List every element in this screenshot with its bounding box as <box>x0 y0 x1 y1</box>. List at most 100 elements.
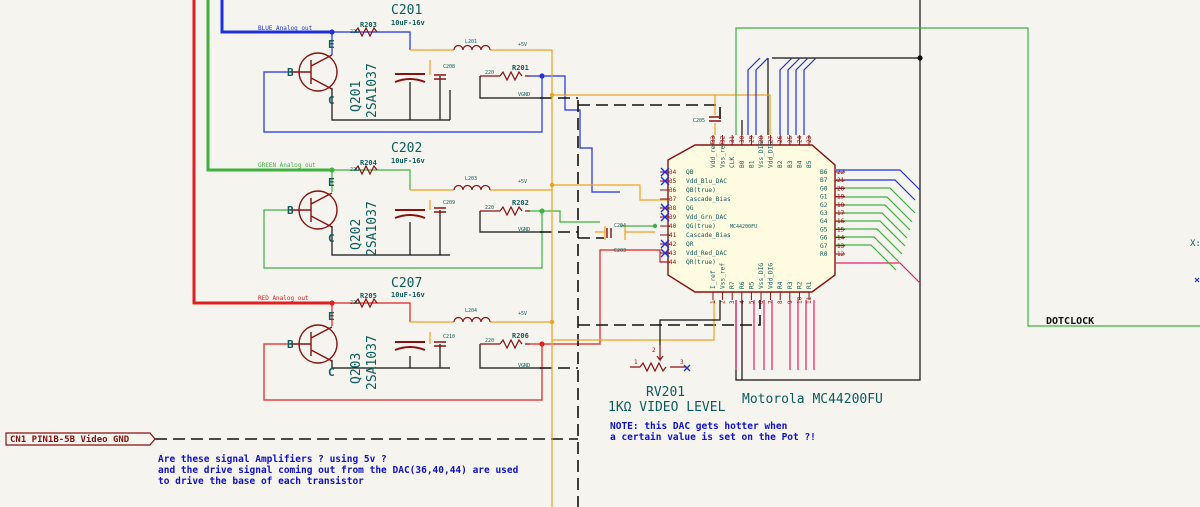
chip-pin-number: 21 <box>837 177 845 184</box>
pot-pin-1: 1 <box>634 359 638 366</box>
transistor-ref: Q201 <box>349 81 364 112</box>
chip-pin-name: G6 <box>820 235 828 242</box>
resistor-symbol <box>354 297 378 309</box>
resistor-symbol <box>354 26 378 38</box>
chip-pins: 33Vdd_ref32Vss_ref31CLK30B029B128Vss_DIG… <box>660 135 845 304</box>
capacitor-symbol <box>394 341 426 351</box>
pin-label-b: B <box>287 338 294 351</box>
inductor-symbol <box>453 184 491 191</box>
chip-pin-name: I_ref <box>710 270 717 289</box>
chip-pin-number: 41 <box>669 232 677 239</box>
chip-pin-name: G7 <box>820 243 828 250</box>
transistor-part: 2SA1037 <box>365 335 380 390</box>
chip-pin-name: Cascade_Bias <box>686 196 731 203</box>
inductor-ref: L201 <box>465 39 477 45</box>
pin-label-e: E <box>328 310 335 323</box>
chip-pin-name: QG(true) <box>686 223 716 230</box>
resistor-value: 220 <box>485 338 494 344</box>
chip-pin-number: 39 <box>669 214 677 221</box>
transistor-symbol <box>290 324 338 364</box>
pin-label-e: E <box>328 176 335 189</box>
chip-pin-name: Vdd_DIG <box>768 142 775 168</box>
chip-pin-name: QR(true) <box>686 259 716 266</box>
chip-pin-number: 34 <box>669 169 677 176</box>
chip-pin-number: 36 <box>669 187 677 194</box>
vgnd-label: VGND <box>518 92 530 98</box>
inductor-symbol <box>453 44 491 51</box>
chip-pin-number: 22 <box>837 169 845 176</box>
chip-pin-number: 14 <box>837 235 845 242</box>
channel-red: E B C Q203 2SA1037 C207 10uF-16v R205 22… <box>287 276 530 390</box>
chip-pin-number: 32 <box>720 135 727 143</box>
cap-ref: C207 <box>391 276 422 291</box>
channel-green: E B C Q202 2SA1037 C202 10uF-16v R204 22… <box>287 141 530 256</box>
chip-pin-number: 7 <box>768 300 775 304</box>
chip-pin-number: 20 <box>837 185 845 192</box>
transistor-ref: Q202 <box>349 219 364 250</box>
chip-pin-name: G3 <box>820 210 828 217</box>
chip-pin-number: 37 <box>669 196 677 203</box>
chip-pin-name: B0 <box>739 160 746 168</box>
chip-pin-name: B3 <box>787 160 794 168</box>
pot-pin-3: 3 <box>680 359 684 366</box>
chip-pin-name: B2 <box>777 160 784 168</box>
chip-pin-name: QG <box>686 205 694 212</box>
channel-blue: E B C Q201 2SA1037 C201 10uF-16v R203 22… <box>287 3 530 118</box>
chip-pin-number: 12 <box>837 251 845 258</box>
chip-pin-name: R1 <box>806 281 813 289</box>
amp-note-line3: to drive the base of each transistor <box>158 476 364 487</box>
resistor-ref: R201 <box>512 64 529 72</box>
chip-pin-name: B1 <box>748 160 755 168</box>
chip-pin-name: QR <box>686 241 694 248</box>
pot-ref: RV201 <box>646 385 685 400</box>
chip-pin-name: G2 <box>820 202 828 209</box>
amp-note-line1: Are these signal Amplifiers ? using 5v ? <box>158 454 387 465</box>
vgnd-dashed-lines <box>155 97 761 507</box>
chip-pin-name: Vss_ref <box>720 142 727 168</box>
capacitor-symbol <box>434 341 446 347</box>
chip-pin-number: 40 <box>669 223 677 230</box>
chip-name: Motorola MC44200FU <box>742 392 883 407</box>
inductor-ref: L204 <box>465 308 477 314</box>
chip-pin-name: Vdd_Blu_DAC <box>686 178 727 185</box>
inductor-ref: L203 <box>465 176 477 182</box>
chip-pin-number: 17 <box>837 210 845 217</box>
cap-ref-c203: C203 <box>614 248 626 254</box>
chip-pin-name: Vdd_DIG <box>768 263 775 289</box>
chip-pin-number: 25 <box>787 135 794 143</box>
cap-value: 10uF-16v <box>391 19 425 27</box>
chip-pin-number: 27 <box>768 135 775 143</box>
resistor-value: 22Ω <box>350 167 359 173</box>
chip-pin-name: B7 <box>820 177 828 184</box>
chip-pin-number: 33 <box>710 135 717 143</box>
chip-pin-number: 35 <box>669 178 677 185</box>
chip-pin-name: G4 <box>820 218 828 225</box>
capacitor-symbol <box>434 74 446 80</box>
input-bus-lines <box>192 0 332 305</box>
hier-label-text: CN1 PIN1B-5B Video GND <box>10 434 130 445</box>
chip-pin-name: B5 <box>806 160 813 168</box>
chip-pin-number: 9 <box>787 300 794 304</box>
no-connect-mark-right <box>1194 277 1200 283</box>
plus5v-label: +5V <box>518 42 527 48</box>
chip-pin-name: R0 <box>820 251 828 258</box>
hier-label-video-gnd[interactable]: CN1 PIN1B-5B Video GND <box>5 432 156 446</box>
chip-pin-name: G5 <box>820 226 828 233</box>
cap-value: 10uF-16v <box>391 291 425 299</box>
chip-pin-number: 8 <box>777 300 784 304</box>
chip-pin-number: 3 <box>729 300 736 304</box>
resistor-ref: R203 <box>360 21 377 29</box>
chip-pin-name: Cascade_Bias <box>686 232 731 239</box>
blue-data-bus <box>747 57 921 201</box>
chip-pin-name: Vss_DIG <box>758 263 765 289</box>
chip-pin-name: QB(true) <box>686 187 716 194</box>
chip-pin-number: 13 <box>837 243 845 250</box>
chip-pin-name: R2 <box>796 281 803 289</box>
chip-pin-number: 19 <box>837 194 845 201</box>
resistor-value: 220 <box>485 70 494 76</box>
cap-ref: C201 <box>391 3 422 18</box>
chip-pin-number: 5 <box>748 300 755 304</box>
chip-pin-number: 29 <box>748 135 755 143</box>
cap-small-ref: C210 <box>443 334 455 340</box>
dac-note-line1: NOTE: this DAC gets hotter when <box>610 421 787 432</box>
